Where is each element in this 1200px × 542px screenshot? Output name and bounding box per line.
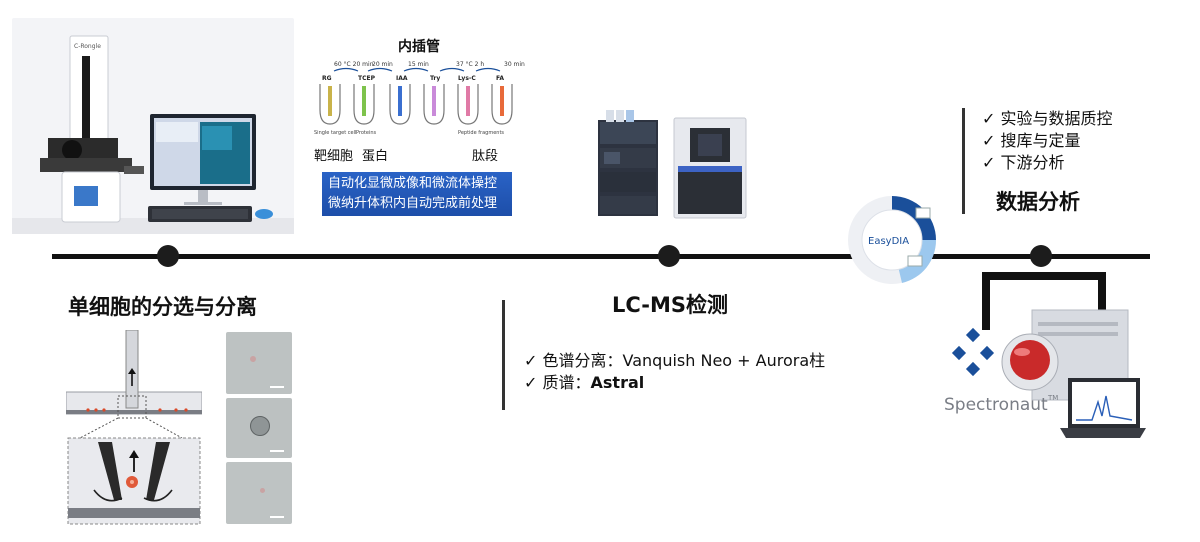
condition-label: 37 °C 2 h — [456, 61, 484, 68]
tube-label: Proteins — [356, 130, 377, 136]
microscope-illustration: C-Rongle — [12, 35, 294, 234]
spectronaut-illustration: Spectronaut TM — [944, 272, 1146, 438]
microscope-photo: C-Rongle — [12, 18, 294, 234]
cell-image-3 — [226, 462, 292, 524]
checklist-item: ✓ 色谱分离：Vanquish Neo + Aurora柱 — [524, 350, 825, 372]
tube-label: Single target cell — [314, 130, 356, 136]
item-label: 搜库与定量 — [1000, 131, 1081, 150]
easydia-label: EasyDIA — [868, 236, 909, 247]
cell-image-2 — [226, 398, 292, 458]
analysis-divider — [962, 108, 965, 214]
caption-protein: 蛋白 — [362, 149, 389, 164]
automation-banner: 自动化显微成像和微流体操控 微纳升体积内自动完成前处理 — [322, 172, 512, 216]
lcms-checklist: ✓ 色谱分离：Vanquish Neo + Aurora柱 ✓ 质谱：Astra… — [524, 350, 825, 394]
microscope-brand: C-Rongle — [74, 43, 101, 50]
timeline-node-3 — [1030, 245, 1052, 267]
analysis-checklist: ✓ 实验与数据质控 ✓ 搜库与定量 ✓ 下游分析 — [982, 108, 1113, 174]
check-icon: ✓ — [982, 153, 996, 172]
tube-label: Peptide fragments — [458, 130, 504, 136]
reagent-label: RG — [322, 75, 332, 82]
spectronaut-label: Spectronaut — [944, 395, 1048, 415]
checklist-item: ✓ 搜库与定量 — [982, 130, 1113, 152]
condition-label: 15 min — [408, 61, 429, 68]
reagent-label: Lys-C — [458, 75, 476, 82]
checklist-item: ✓ 质谱：Astral — [524, 372, 825, 394]
lcms-divider — [502, 300, 505, 410]
stage-title-cell-sorting: 单细胞的分选与分离 — [68, 295, 257, 319]
timeline-node-1 — [157, 245, 179, 267]
timeline-axis — [52, 254, 1150, 259]
stage-title-data-analysis: 数据分析 — [996, 190, 1080, 214]
condition-label: 30 min — [504, 61, 525, 68]
item-label: 色谱分离： — [542, 351, 623, 370]
stage-title-lcms: LC-MS检测 — [612, 293, 729, 317]
item-label: 下游分析 — [1000, 153, 1065, 172]
item-label: 实验与数据质控 — [1000, 109, 1113, 128]
item-value: Astral — [590, 373, 645, 392]
spectronaut-trademark: TM — [1047, 394, 1058, 402]
microfluidic-diagram — [66, 330, 202, 525]
caption-peptide: 肽段 — [472, 149, 499, 164]
item-value: Vanquish Neo + Aurora柱 — [622, 351, 826, 370]
banner-line-2: 微纳升体积内自动完成前处理 — [328, 196, 498, 211]
caption-target-cell: 靶细胞 — [314, 149, 354, 164]
condition-label: 60 °C 20 min — [334, 61, 374, 68]
checklist-item: ✓ 下游分析 — [982, 152, 1113, 174]
cell-image-1 — [226, 332, 292, 394]
check-icon: ✓ — [982, 109, 996, 128]
tube-diagram: 60 °C 20 min 20 min 15 min 37 °C 2 h 30 … — [314, 61, 525, 136]
reagent-label: FA — [496, 75, 504, 82]
check-icon: ✓ — [524, 351, 538, 370]
reagent-label: IAA — [396, 75, 408, 82]
item-label: 质谱： — [542, 373, 591, 392]
timeline-node-2 — [658, 245, 680, 267]
easydia-logo: EasyDIA — [848, 196, 937, 284]
tube-diagram-header: 内插管 — [398, 39, 440, 55]
reagent-label: TCEP — [358, 75, 376, 82]
check-icon: ✓ — [982, 131, 996, 150]
reagent-label: Try — [430, 75, 440, 82]
check-icon: ✓ — [524, 373, 538, 392]
lcms-instrument-photo — [598, 110, 747, 219]
checklist-item: ✓ 实验与数据质控 — [982, 108, 1113, 130]
banner-line-1: 自动化显微成像和微流体操控 — [328, 176, 498, 191]
condition-label: 20 min — [372, 61, 393, 68]
